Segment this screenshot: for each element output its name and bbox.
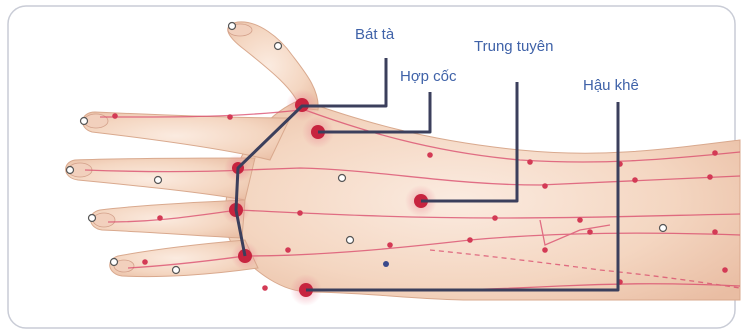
label-trung-tuyen: Trung tuyên [474,38,554,55]
label-hop-coc: Hợp cốc [400,68,457,85]
label-hau-khe: Hậu khê [583,77,639,94]
blue-point [383,261,389,267]
label-bat-ta: Bát tà [355,26,394,43]
